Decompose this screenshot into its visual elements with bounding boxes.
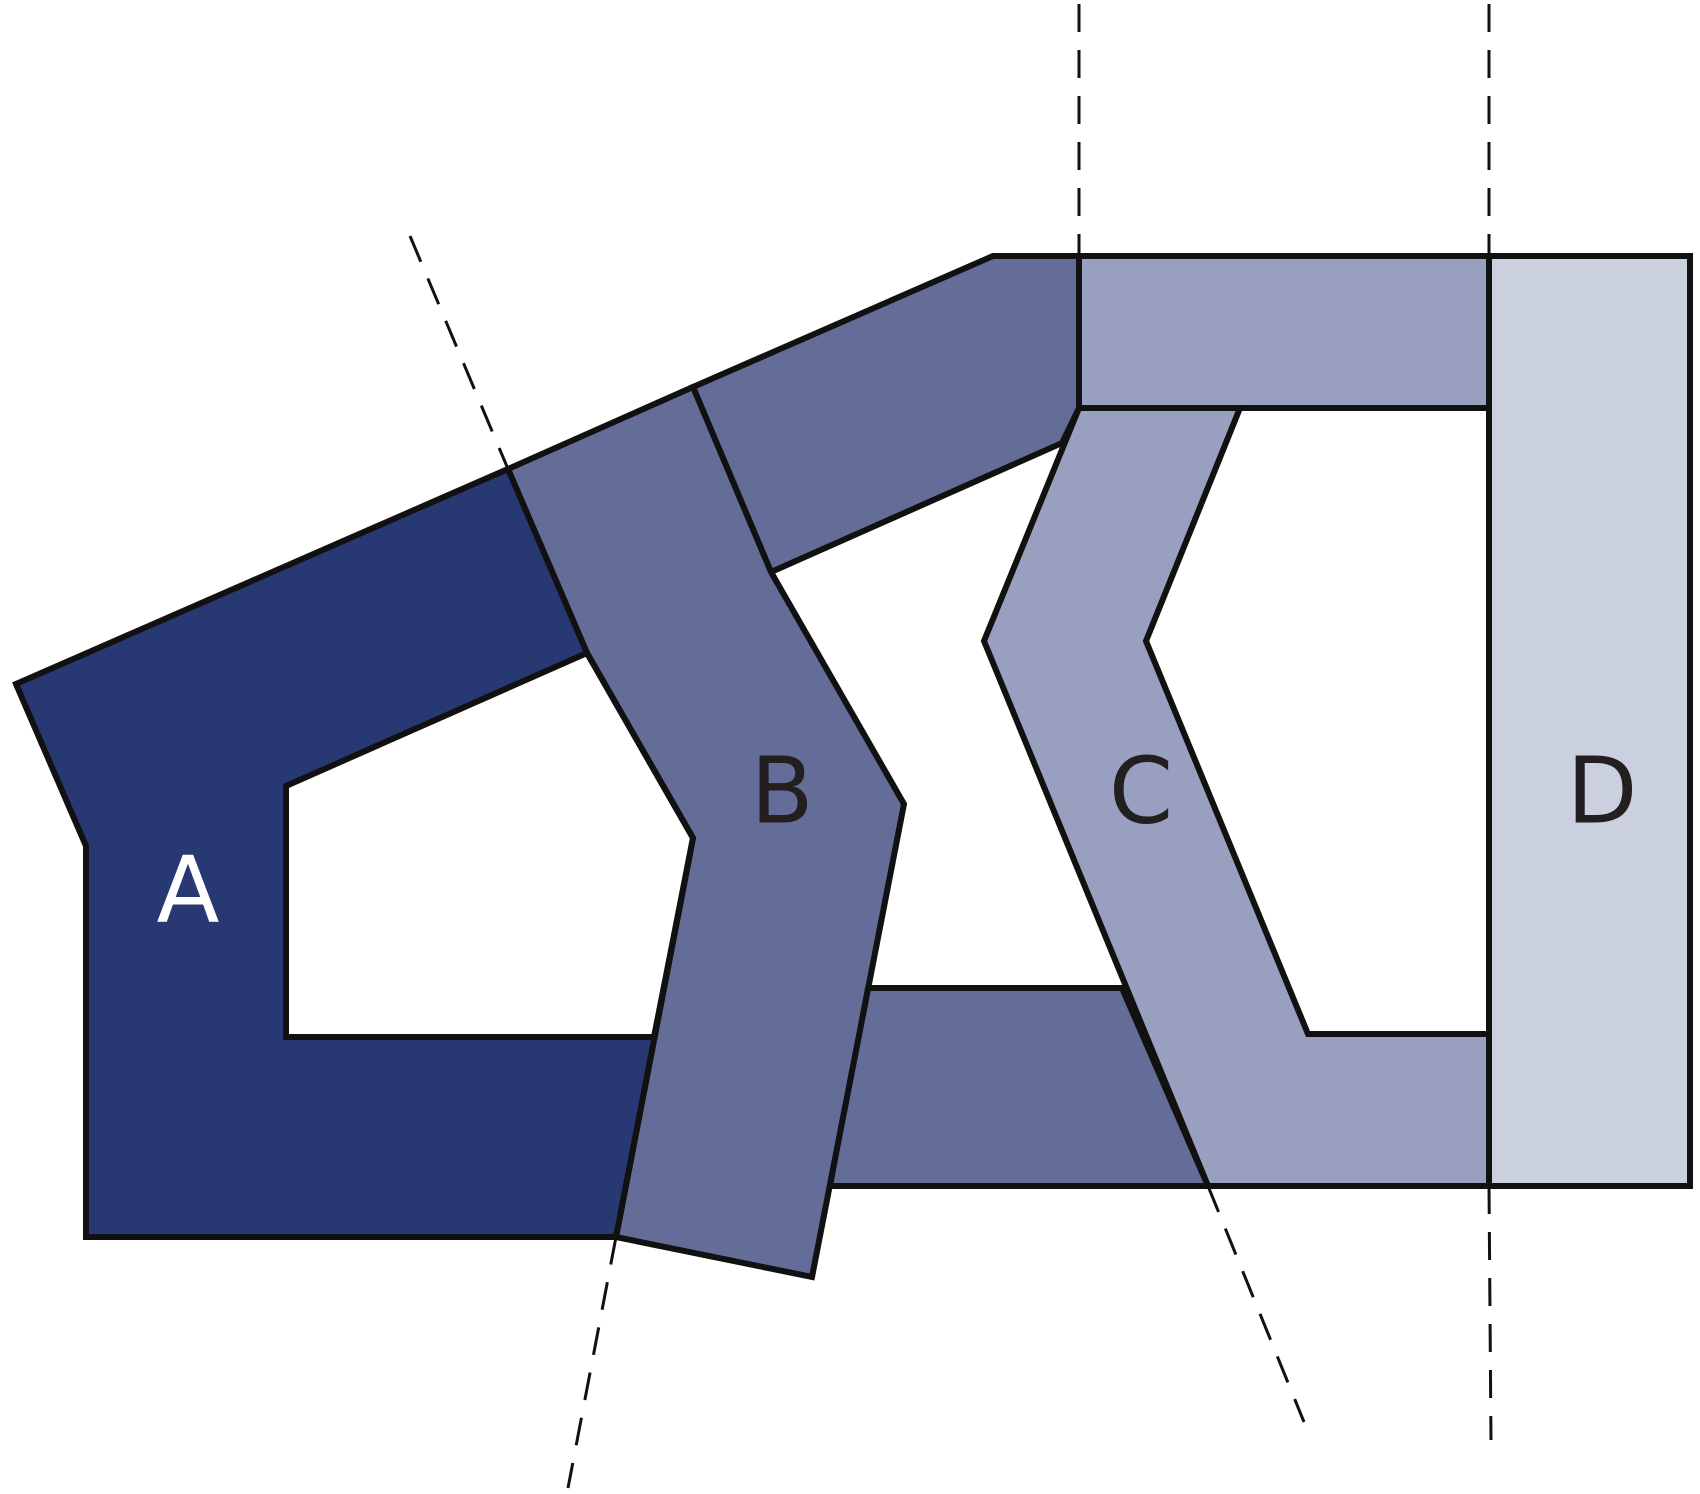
dashed-cut-lines bbox=[408, 4, 1493, 1489]
region-a-label: A bbox=[157, 836, 220, 943]
seam-b-lower bbox=[829, 987, 867, 1187]
region-d-label: D bbox=[1567, 737, 1638, 844]
region-b-label: B bbox=[750, 737, 813, 844]
region-c bbox=[980, 253, 1492, 1189]
region-b bbox=[504, 253, 1213, 1281]
dashed-line-ab-lower bbox=[566, 1236, 618, 1489]
region-c-chevron bbox=[980, 405, 1492, 1189]
seam-b-upper bbox=[692, 386, 772, 573]
region-d bbox=[1486, 253, 1693, 1189]
dashed-line-cd-lower bbox=[1487, 1185, 1493, 1441]
region-a bbox=[12, 465, 697, 1240]
region-c-top-bar bbox=[1076, 253, 1492, 411]
region-a-shape bbox=[12, 465, 697, 1240]
seam-lines bbox=[692, 386, 1240, 1187]
dashed-line-ab bbox=[408, 235, 510, 470]
region-d-shape bbox=[1486, 253, 1693, 1189]
region-c-label: C bbox=[1109, 737, 1173, 844]
dashed-line-bc-lower bbox=[1206, 1185, 1306, 1423]
